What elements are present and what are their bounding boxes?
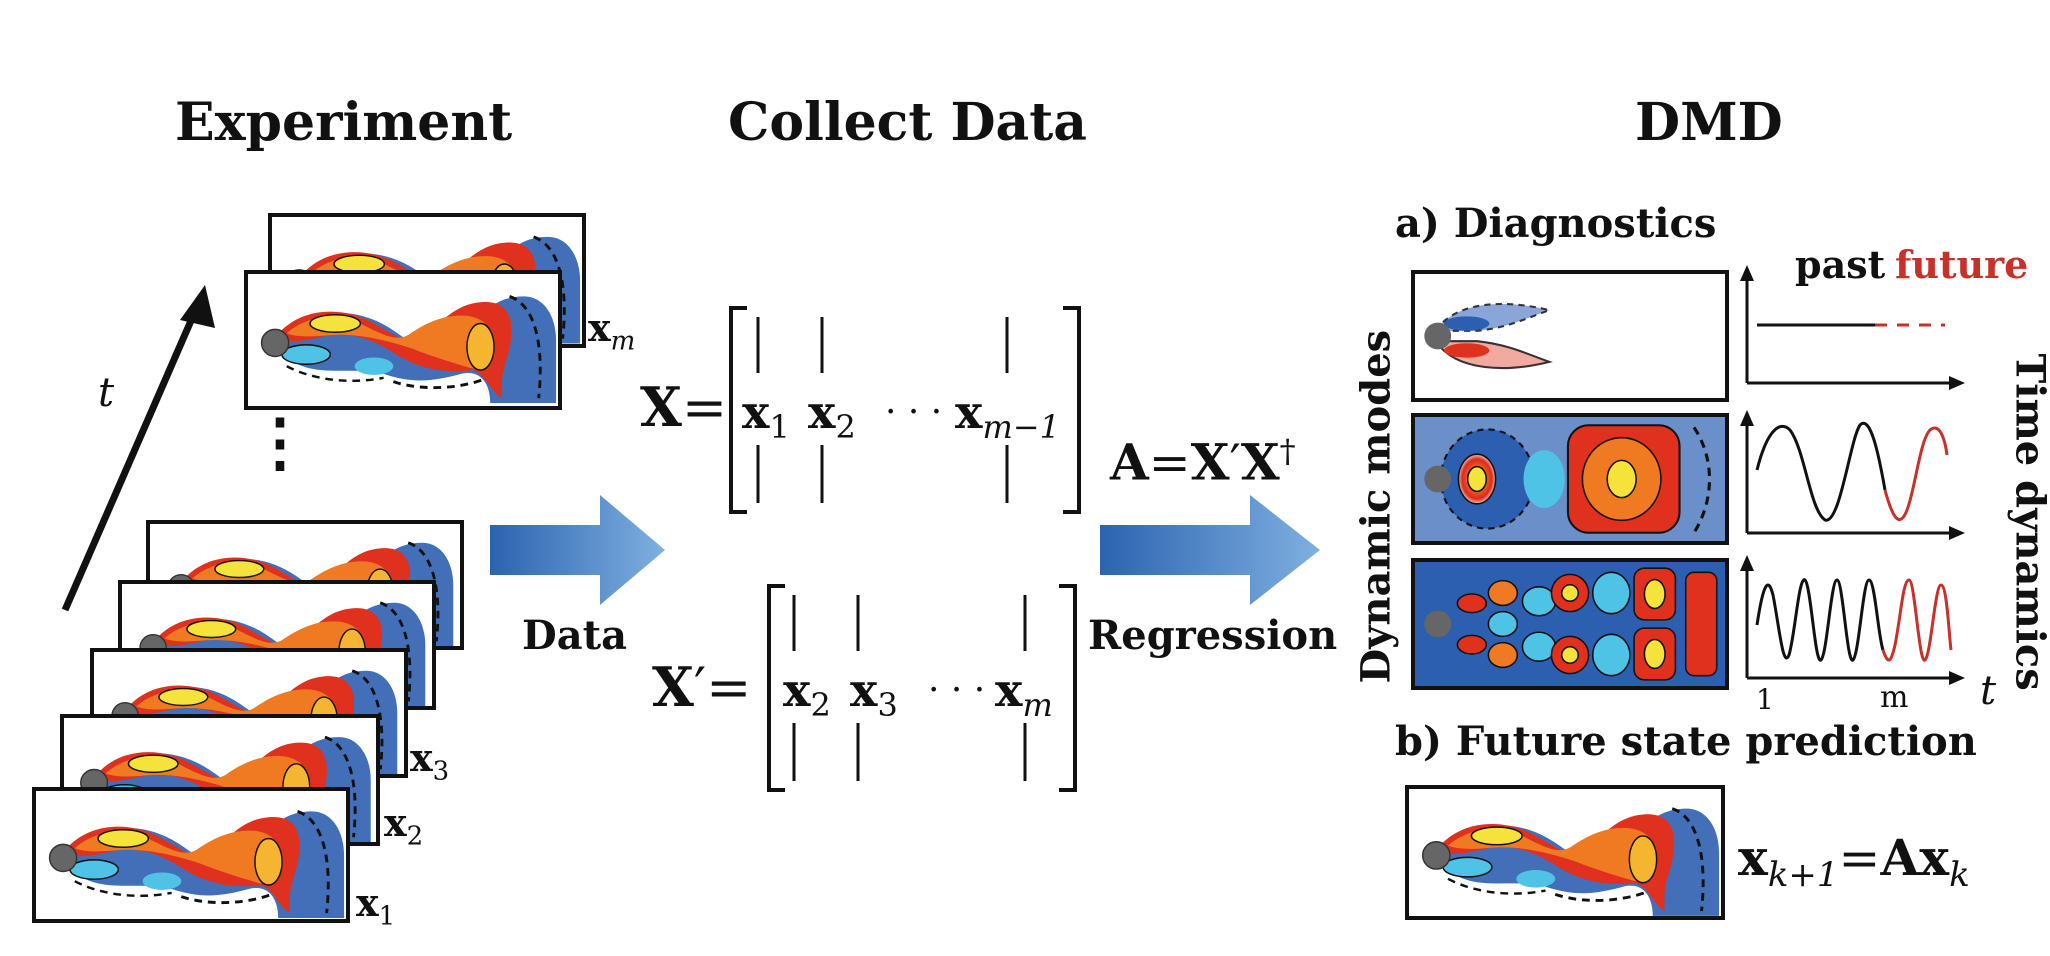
regression-equation: A=X′X† bbox=[1110, 432, 1296, 492]
label-x3: x3 bbox=[410, 735, 450, 787]
data-arrow bbox=[490, 495, 665, 605]
dynamic-mode-1 bbox=[1411, 270, 1729, 402]
matrix-xp-dots: · · · bbox=[928, 670, 986, 711]
label-xm: xm bbox=[588, 305, 636, 357]
prediction-equation: xk+1=Axk bbox=[1738, 828, 1970, 895]
regression-label: Regression bbox=[1088, 612, 1338, 659]
collect-data-heading: Collect Data bbox=[728, 92, 1087, 153]
dynamic-modes-label: Dynamic modes bbox=[1352, 329, 1400, 684]
matrix-xp-lhs: X′= bbox=[652, 655, 752, 719]
legend-past: past bbox=[1795, 242, 1886, 287]
dynamic-mode-3 bbox=[1411, 558, 1729, 690]
prediction-title: b) Future state prediction bbox=[1395, 718, 1977, 765]
label-x1: x1 bbox=[356, 880, 396, 932]
data-label: Data bbox=[522, 612, 627, 659]
snapshot-frame-x1 bbox=[32, 787, 350, 923]
time-dynamics-plot-2 bbox=[1740, 410, 1965, 540]
prediction-snapshot bbox=[1405, 785, 1725, 920]
matrix-x-lhs: X= bbox=[640, 375, 728, 439]
matrix-x-col-1: x1 bbox=[742, 385, 790, 447]
matrix-x-col-m1: xm−1 bbox=[955, 385, 1060, 447]
legend-future: future bbox=[1895, 242, 2029, 287]
diagnostics-title: a) Diagnostics bbox=[1395, 200, 1717, 247]
time-label: t bbox=[98, 370, 115, 416]
ellipsis-glyph: ⋮ bbox=[248, 405, 312, 480]
time-arrow bbox=[61, 285, 215, 612]
axis-tick-1: 1 bbox=[1756, 683, 1774, 716]
axis-t-label: t bbox=[1980, 668, 1997, 714]
matrix-xp-col-2: x2 bbox=[783, 663, 831, 725]
snapshot-frame-xm bbox=[244, 270, 562, 410]
matrix-x-col-2: x2 bbox=[808, 385, 856, 447]
matrix-x-brackets bbox=[729, 306, 1081, 514]
matrix-xp-brackets bbox=[767, 584, 1077, 792]
time-dynamics-label: Time dynamics bbox=[2006, 353, 2050, 691]
experiment-heading: Experiment bbox=[175, 92, 513, 153]
label-x2: x2 bbox=[384, 800, 424, 852]
time-dynamics-plot-3 bbox=[1740, 555, 1965, 685]
matrix-x-dots: · · · bbox=[885, 392, 943, 433]
matrix-xp-col-m: xm bbox=[995, 663, 1053, 725]
axis-tick-m: m bbox=[1880, 680, 1909, 715]
dmd-heading: DMD bbox=[1635, 92, 1783, 153]
regression-arrow bbox=[1100, 495, 1320, 605]
time-dynamics-plot-1 bbox=[1740, 265, 1965, 390]
matrix-xp-col-3: x3 bbox=[850, 663, 898, 725]
dynamic-mode-2 bbox=[1411, 413, 1729, 545]
